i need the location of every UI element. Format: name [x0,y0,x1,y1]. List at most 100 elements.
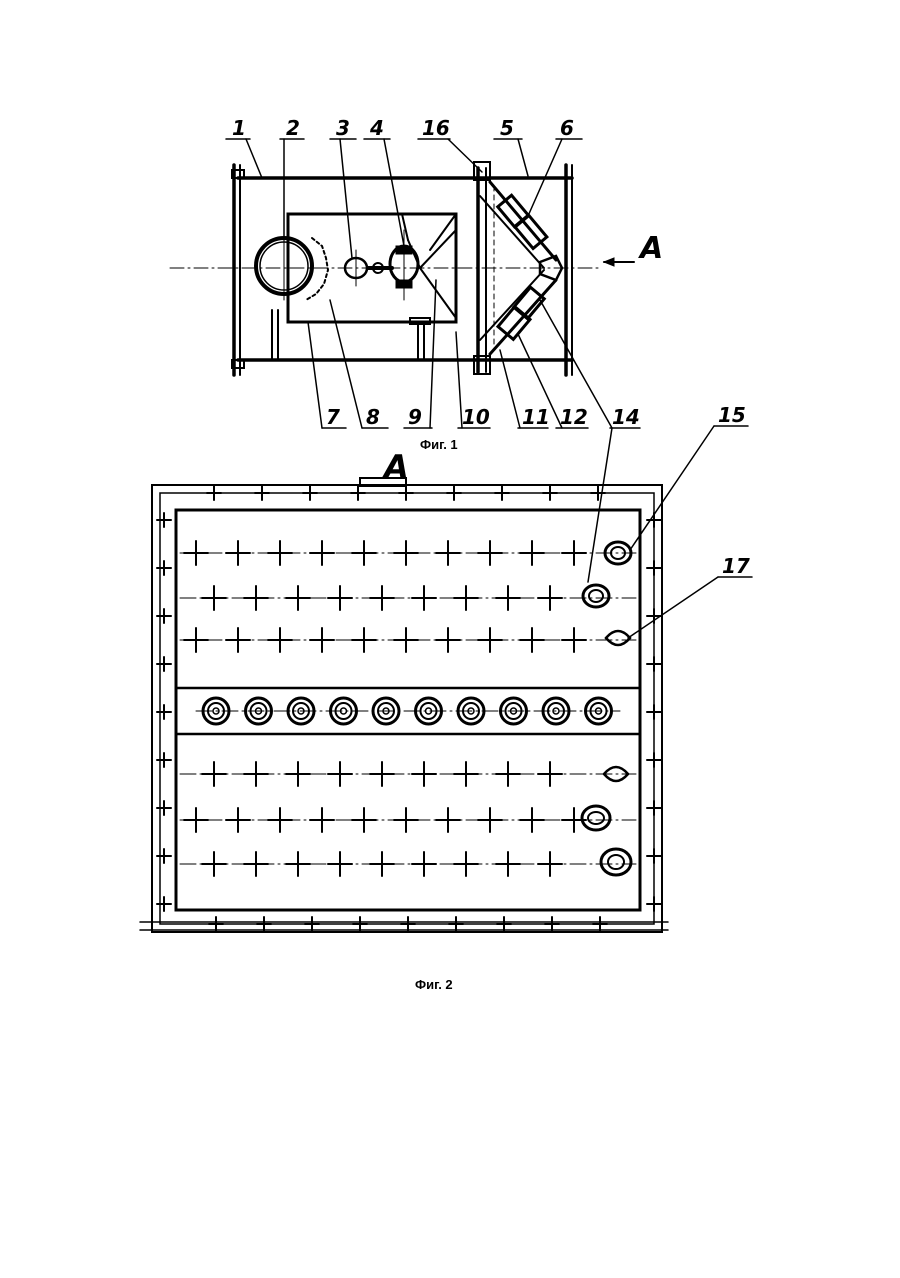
fastener-cross [520,541,544,565]
fastener-cross [478,808,502,832]
frame-bolt [449,917,463,931]
fastener-cross [436,808,460,832]
fastener-cross [184,628,208,652]
label-12: 12 [560,405,588,429]
fastener-cross [436,628,460,652]
label-9: 9 [408,405,422,429]
frame-bolt [157,801,171,815]
label-8: 8 [366,405,380,429]
fastener-cross [310,628,334,652]
label-16: 16 [422,116,450,140]
fastener-cross [496,586,520,610]
label-6: 6 [560,116,574,140]
fastener-cross [310,541,334,565]
fastener-cross [562,541,586,565]
view-a-projection: A [360,448,409,486]
frame-bolt [497,917,511,931]
nozzle-17 [606,631,630,645]
fastener-grid [157,486,661,931]
fastener-cross [436,541,460,565]
frame-bolt [157,705,171,719]
fastener-cross [286,852,310,876]
fastener-cross [538,762,562,786]
fastener-cross [412,852,436,876]
frame-bolt [545,917,559,931]
fastener-cross [520,628,544,652]
frame-bolt [647,849,661,863]
fastener-cross [184,808,208,832]
supports [272,310,430,360]
label-11: 11 [522,405,550,429]
fastener-cross [202,762,226,786]
labels-top: 1 2 3 4 16 5 6 [232,116,574,140]
fastener-cross [244,852,268,876]
fastener-cross [412,762,436,786]
fastener-cross [268,808,292,832]
fastener-cross [202,586,226,610]
frame-bolt [647,561,661,575]
view-arrow-a: A [604,231,663,266]
fastener-cross [328,762,352,786]
leaders-bottom [308,280,640,582]
fastener-cross [202,852,226,876]
frame-bolt [157,561,171,575]
fastener-cross [352,808,376,832]
fastener-cross [454,762,478,786]
figure-2-caption: Фиг. 2 [415,977,453,992]
fastener-cross [454,586,478,610]
fastener-cross [478,628,502,652]
label-14: 14 [612,405,640,429]
frame-bolt [157,897,171,911]
frame-bolt [157,849,171,863]
frame-bolt [495,486,509,500]
frame-bolt [157,753,171,767]
label-17: 17 [722,554,750,578]
view-marker-a-fig2: A [381,448,409,486]
fastener-cross [244,586,268,610]
frame-bolt [157,513,171,527]
figure-2: A [140,403,752,932]
view-marker-a: A [638,231,663,266]
frame-bolt [303,486,317,500]
fastener-cross [268,541,292,565]
fastener-cross [496,852,520,876]
frame-bolt [543,486,557,500]
frame-bolt [647,897,661,911]
fastener-cross [394,541,418,565]
frame-bolt [401,917,415,931]
fastener-cross [496,762,520,786]
fastener-cross [328,586,352,610]
fastener-cross [394,808,418,832]
figure-1-caption: Фиг. 1 [420,437,458,452]
fastener-cross [538,852,562,876]
frame-bolt [255,486,269,500]
fastener-cross [394,628,418,652]
frame-bolt [399,486,413,500]
fastener-cross [328,852,352,876]
frame-bolt [207,486,221,500]
figure-1: A 1 2 3 4 16 5 6 [170,116,663,582]
frame-bolt [157,609,171,623]
fastener-cross [310,808,334,832]
fastener-cross [370,852,394,876]
fastener-cross [538,586,562,610]
fastener-cross [562,628,586,652]
frame-bolt [157,657,171,671]
fastener-cross [286,586,310,610]
fastener-cross [520,808,544,832]
fastener-cross [286,762,310,786]
fastener-cross [478,541,502,565]
fastener-cross [352,541,376,565]
label-7: 7 [326,405,340,429]
label-10: 10 [462,405,490,429]
frame-bolt [593,917,607,931]
frame-bolt [257,917,271,931]
nozzle-lower-15 [601,849,631,875]
fastener-cross [226,808,250,832]
label-15: 15 [718,403,746,427]
fastener-cross [412,586,436,610]
fastener-cross [268,628,292,652]
fastener-cross [244,762,268,786]
